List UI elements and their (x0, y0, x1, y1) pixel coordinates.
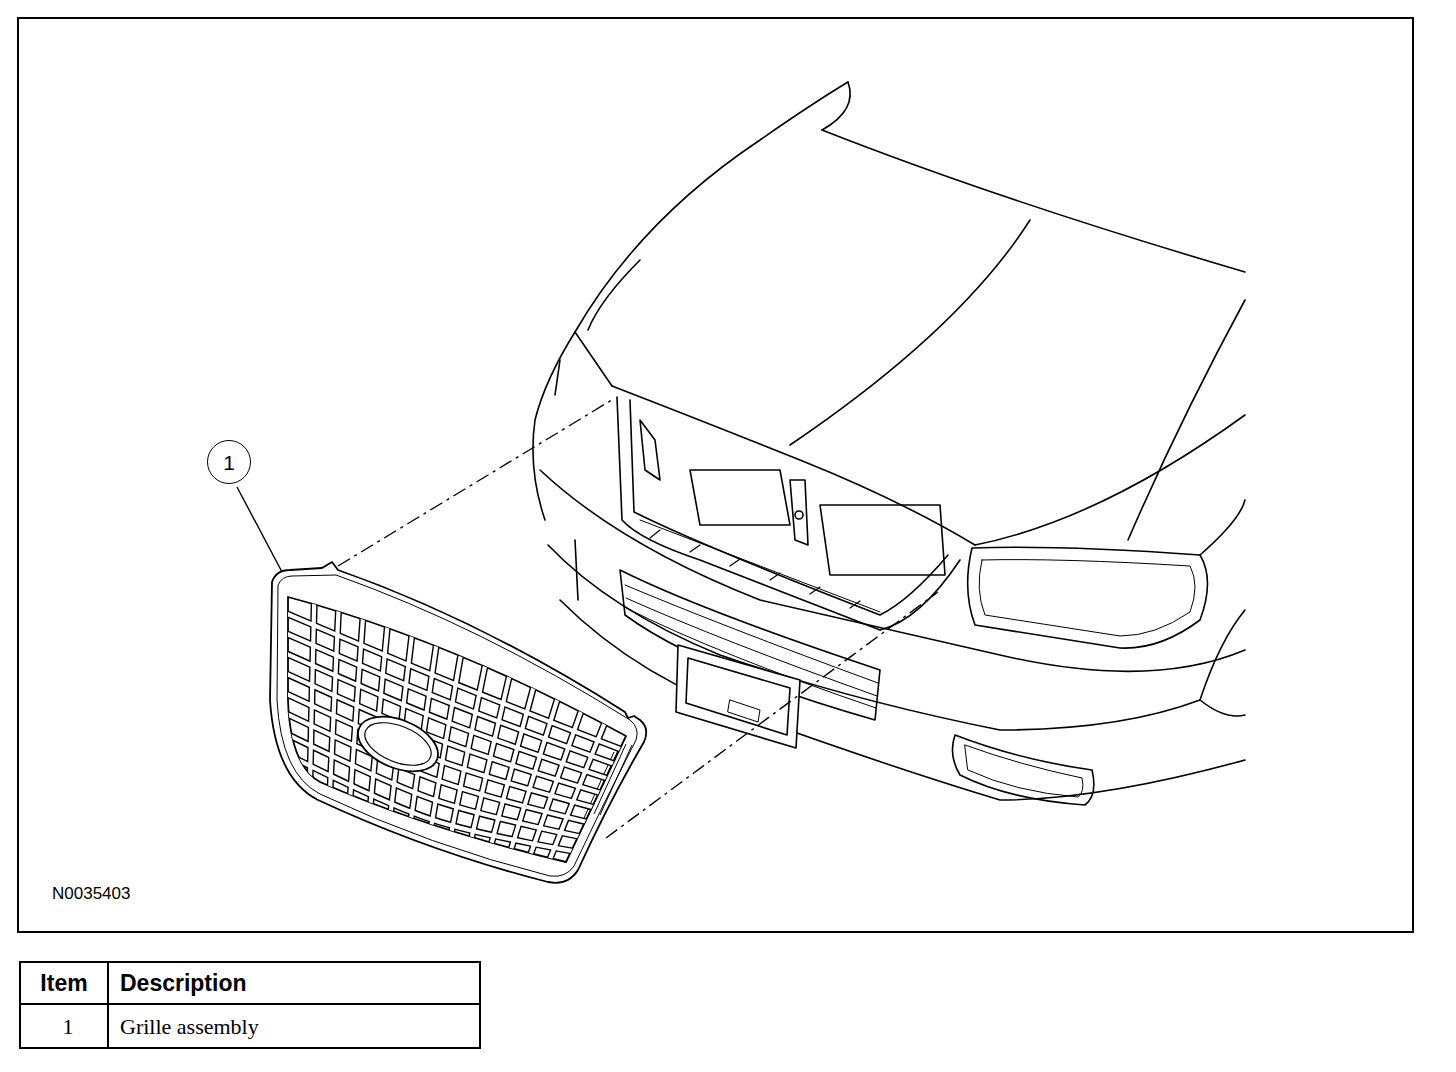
grille-bar (275, 688, 610, 811)
table-rule (107, 962, 109, 1048)
grille-bar (275, 708, 603, 825)
grille-assembly (270, 562, 646, 883)
leader-line (237, 487, 282, 572)
truck-front (533, 82, 1245, 805)
alignment-line (338, 398, 615, 566)
table-header: Item (40, 970, 87, 996)
figure-frame (18, 18, 1413, 932)
alignment-line (606, 592, 938, 838)
callout-number: 1 (223, 452, 235, 473)
table-header: Description (120, 970, 247, 996)
table-cell: Grille assembly (120, 1014, 259, 1039)
grille-bar (275, 708, 603, 825)
grille-bar (274, 628, 631, 770)
table-rule (20, 1003, 480, 1005)
table-border (20, 962, 480, 1048)
callout-circle: 1 (207, 440, 251, 484)
parts-table (20, 962, 480, 1048)
table-cell: 1 (63, 1014, 74, 1039)
figure-number: N0035403 (52, 884, 130, 904)
